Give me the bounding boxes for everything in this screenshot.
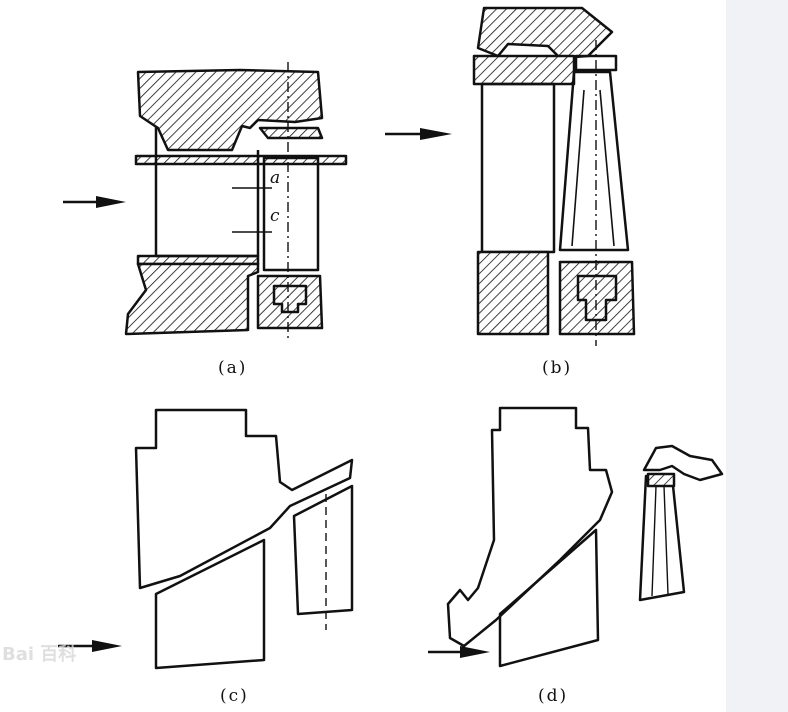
panel-d-small-punch — [638, 474, 686, 602]
panel-c-side-block — [292, 484, 354, 616]
panel-a-bottom-die — [124, 262, 260, 336]
panel-b-bottom-die — [476, 250, 550, 336]
panel-b-upper-plate — [472, 54, 576, 86]
panel-d-upper-part — [446, 406, 614, 648]
panel-d-drawing — [428, 406, 724, 668]
panel-b-punch — [558, 70, 630, 252]
panel-c-upper-part — [134, 408, 354, 590]
panel-label-b: (b) — [542, 358, 573, 378]
dimension-label-a: a — [270, 168, 281, 188]
right-margin — [726, 0, 788, 712]
panel-a-right-bracket — [256, 274, 324, 330]
watermark: Bai 百科 — [2, 644, 77, 665]
panel-d-arrow — [428, 646, 490, 658]
panel-c-lower-part — [154, 538, 266, 670]
panel-b-bottom-bracket — [558, 260, 636, 336]
panel-d-cap — [642, 444, 724, 482]
panel-label-c: (c) — [220, 686, 249, 706]
panel-b-top-die — [476, 6, 614, 60]
panel-c-arrow — [58, 640, 122, 652]
panel-d-lower-part — [498, 528, 600, 668]
panel-a-right-sleeve — [258, 126, 324, 140]
panel-b-drawing — [385, 6, 636, 346]
panel-b-arrow — [385, 128, 452, 140]
dimension-label-c: c — [270, 206, 280, 226]
panel-a-drawing — [63, 62, 348, 340]
panel-a-top-die — [136, 68, 324, 152]
panel-label-d: (d) — [538, 686, 569, 706]
panel-label-a: (a) — [218, 358, 248, 378]
panel-a-dimension-lines — [232, 172, 272, 246]
panel-a-arrow — [63, 196, 126, 208]
panel-c-drawing — [58, 408, 354, 670]
panel-d-punch-band — [646, 472, 676, 488]
panel-a-upper-plate — [134, 154, 348, 166]
panel-b-body — [480, 82, 556, 254]
